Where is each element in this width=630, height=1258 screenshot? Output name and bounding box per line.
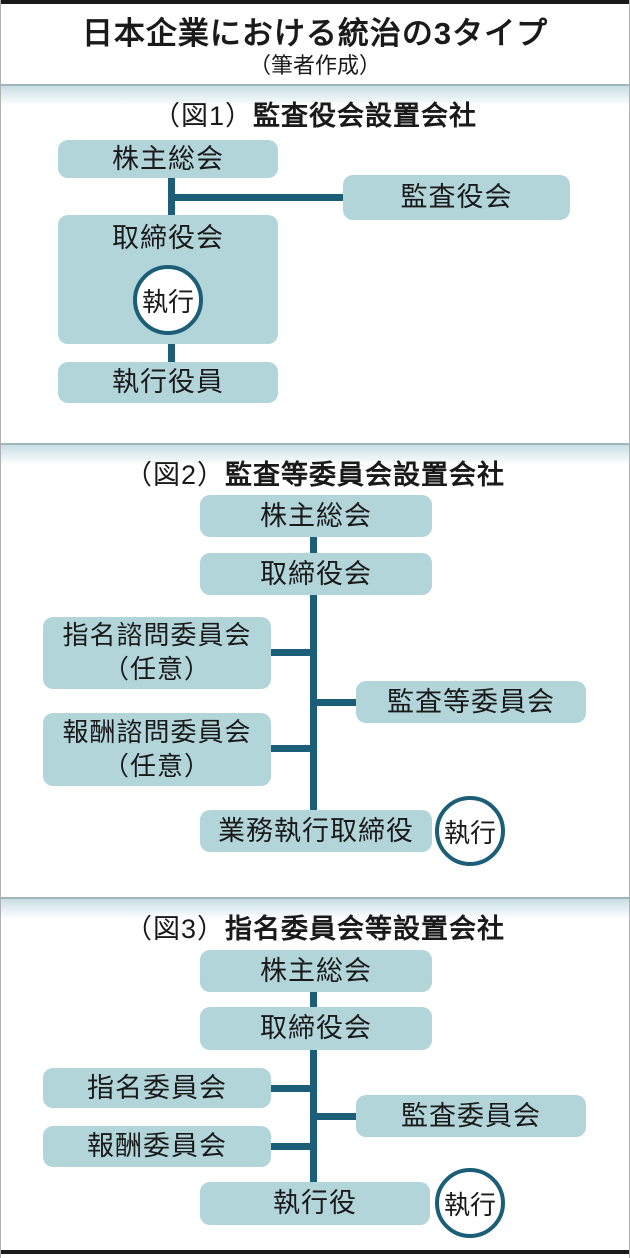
box-executive-officers: 執行役員 — [58, 362, 278, 403]
box-compensation-committee: 報酬委員会 — [43, 1126, 271, 1167]
section3-tag: （図3） — [124, 914, 226, 944]
connector-s2-nomination — [271, 649, 310, 656]
connector-s1-audit-board — [171, 194, 343, 201]
section1-band — [1, 84, 629, 106]
section1-title: 監査役会設置会社 — [253, 101, 478, 131]
trunk-s2 — [310, 595, 317, 810]
section3-header: （図3）指名委員会等設置会社 — [0, 907, 630, 946]
section2-title: 監査等委員会設置会社 — [225, 460, 506, 490]
section3-band — [1, 897, 629, 919]
box-compensation-advisory-committee: 報酬諮問委員会 （任意） — [43, 713, 271, 786]
box-audit-supervisory-committee: 監査等委員会 — [356, 681, 586, 723]
box-nomination-advisory-committee: 指名諮問委員会 （任意） — [43, 617, 271, 689]
page-title: 日本企業における統治の3タイプ — [81, 16, 549, 51]
section3-title: 指名委員会等設置会社 — [225, 914, 506, 944]
section1-header: （図1）監査役会設置会社 — [0, 94, 630, 133]
box-audit-board: 監査役会 — [343, 175, 570, 220]
connector-s2-shareholders-board — [310, 537, 317, 553]
frame-left — [0, 0, 1, 1258]
connector-s3-shareholders-board — [310, 992, 317, 1007]
box-executive-officer: 執行役 — [200, 1182, 430, 1225]
frame-top — [0, 0, 630, 4]
connector-s3-compensation — [271, 1143, 310, 1150]
box-audit-committee: 監査委員会 — [356, 1095, 586, 1137]
nomination-advisory-line1: 指名諮問委員会 — [62, 620, 252, 651]
connector-s3-audit — [317, 1113, 356, 1120]
connector-s2-audit-committee — [317, 699, 356, 706]
page-subtitle: （筆者作成） — [248, 53, 381, 78]
box-executive-directors: 業務執行取締役 — [200, 810, 432, 852]
box-nomination-committee: 指名委員会 — [43, 1068, 271, 1108]
section2-tag: （図2） — [124, 460, 226, 490]
section1-tag: （図1） — [152, 101, 254, 131]
box-board-of-directors: 取締役会 — [200, 1007, 432, 1050]
nomination-advisory-line2: （任意） — [102, 654, 211, 684]
compensation-advisory-line1: 報酬諮問委員会 — [62, 716, 252, 747]
connector-s3-nomination — [271, 1085, 310, 1092]
exec-circle-s1: 執行 — [133, 265, 203, 335]
exec-circle-s2: 執行 — [435, 796, 505, 866]
box-board-of-directors: 取締役会 — [200, 553, 432, 595]
box-shareholders-meeting: 株主総会 — [200, 950, 432, 992]
section2-band — [1, 443, 629, 465]
box-shareholders-meeting: 株主総会 — [58, 140, 278, 178]
exec-circle-s3: 執行 — [435, 1168, 505, 1238]
connector-s2-compensation — [271, 745, 310, 752]
compensation-advisory-line2: （任意） — [102, 750, 211, 781]
frame-bottom — [0, 1250, 630, 1254]
section2-header: （図2）監査等委員会設置会社 — [0, 453, 630, 492]
box-shareholders-meeting: 株主総会 — [200, 495, 432, 537]
connector-s1-board-execofficers — [168, 344, 175, 362]
trunk-s3 — [310, 1050, 317, 1182]
